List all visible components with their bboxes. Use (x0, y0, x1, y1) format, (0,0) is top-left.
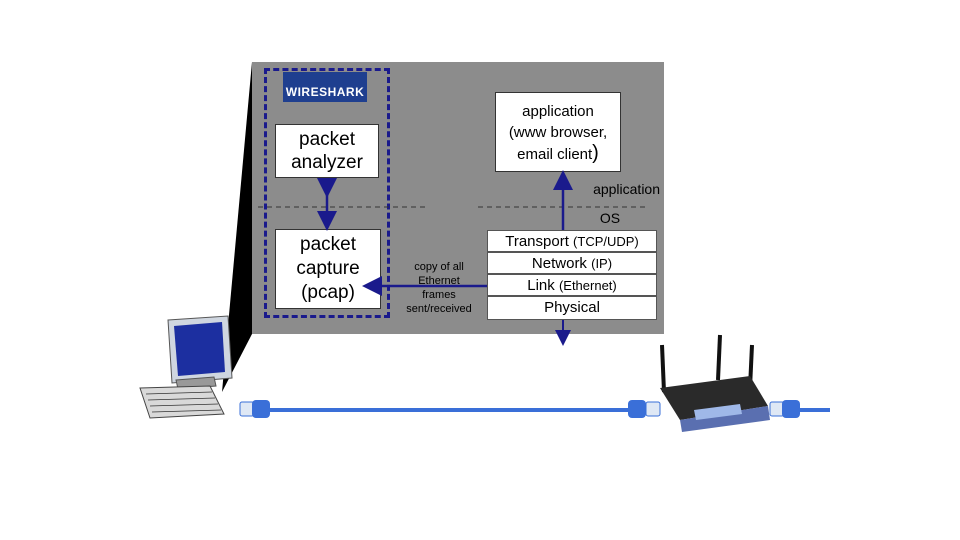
application-box: application (www browser, email client) (495, 92, 621, 172)
layer-network-sub: (IP) (591, 256, 613, 271)
packet-analyzer-line2: analyzer (291, 152, 363, 173)
layer-link-sub: (Ethernet) (558, 278, 617, 293)
application-box-line1: application (522, 103, 594, 120)
computer-icon (139, 315, 233, 419)
packet-analyzer-box: packet analyzer (275, 124, 379, 178)
layer-physical-name: Physical (544, 299, 600, 316)
layer-transport: Transport (TCP/UDP) (487, 230, 657, 252)
application-box-line2: (www browser, (508, 124, 608, 141)
packet-capture-line3: (pcap) (301, 282, 355, 303)
application-box-line3: email client (517, 146, 593, 163)
layer-transport-name: Transport (505, 233, 574, 250)
application-label: application (593, 181, 660, 197)
packet-analyzer-line1: packet (299, 129, 355, 150)
layer-link: Link (Ethernet) (487, 274, 657, 296)
copy-note-line4: sent/received (406, 303, 472, 315)
layer-network-name: Network (531, 255, 592, 272)
router-icon (660, 334, 770, 432)
copy-note-line2: Ethernet (418, 275, 460, 287)
os-label: OS (599, 210, 621, 226)
packet-capture-box: packet capture (pcap) (275, 229, 381, 309)
application-box-paren: ) (592, 142, 599, 164)
copy-note-line3: frames (422, 289, 456, 301)
ethernet-cable-icon (239, 400, 830, 418)
packet-capture-line1: packet (300, 234, 356, 255)
copy-note: copy of all Ethernet frames sent/receive… (398, 260, 480, 316)
layer-network: Network (IP) (487, 252, 657, 274)
layer-link-name: Link (527, 277, 559, 294)
layer-physical: Physical (487, 296, 657, 320)
packet-capture-line2: capture (296, 258, 360, 279)
wireshark-logo: WIRESHARK (283, 72, 367, 102)
layer-transport-sub: (TCP/UDP) (573, 234, 639, 249)
copy-note-line1: copy of all (414, 261, 464, 273)
wireshark-logo-text: WIRESHARK (285, 85, 365, 99)
wireshark-boundary (264, 68, 390, 318)
